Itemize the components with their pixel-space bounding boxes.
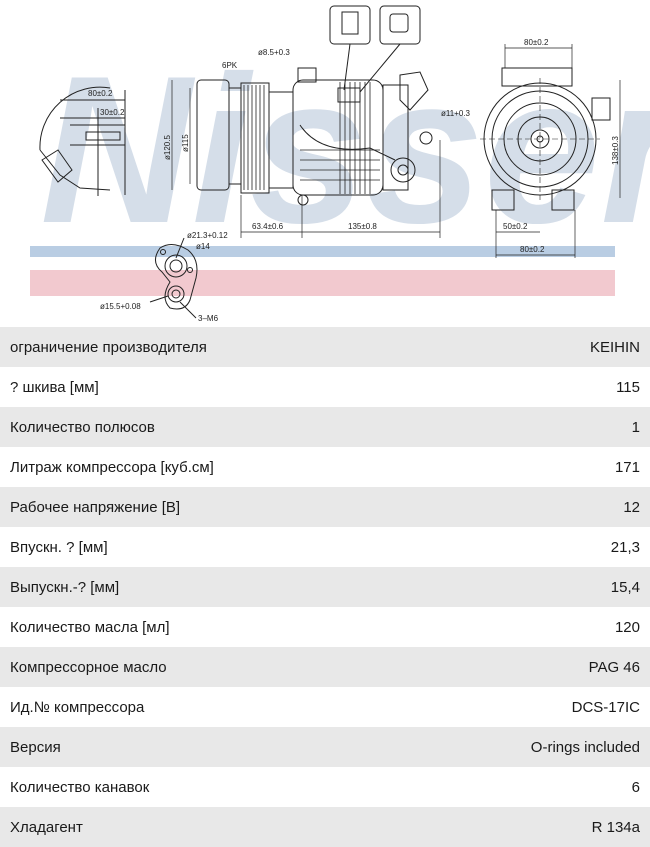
spec-row: ? шкива [мм] 115 <box>0 367 650 407</box>
spec-row: Количество масла [мл] 120 <box>0 607 650 647</box>
spec-value: 120 <box>614 618 640 636</box>
dim-120-5: ø120.5 <box>163 135 172 160</box>
spec-row: Рабочее напряжение [В] 12 <box>0 487 650 527</box>
dim-14: ø14 <box>196 242 210 251</box>
dim-11: ø11+0.3 <box>441 109 471 118</box>
dim-21-3: ø21.3+0.12 <box>187 231 228 240</box>
spec-value: 171 <box>614 458 640 476</box>
dim-80-bottom: 80±0.2 <box>520 245 545 254</box>
spec-label: Версия <box>10 738 61 756</box>
spec-table-body: ограничение производителя KEIHIN ? шкива [… <box>0 327 650 847</box>
spec-row: Ид.№ компрессора DCS-17IC <box>0 687 650 727</box>
spec-row: Хладагент R 134a <box>0 807 650 847</box>
dim-50: 50±0.2 <box>503 222 528 231</box>
spec-label: Количество канавок <box>10 778 150 796</box>
spec-label: Впускн. ? [мм] <box>10 538 108 556</box>
compressor-drawing-svg: Nissens 80±0.2 30±0.2 <box>30 5 650 323</box>
spec-label: Хладагент <box>10 818 83 836</box>
dim-63-4: 63.4±0.6 <box>252 222 284 231</box>
spec-label: Компрессорное масло <box>10 658 167 676</box>
electrical-connector <box>329 5 421 93</box>
spec-value: 1 <box>631 418 640 436</box>
dim-135: 135±0.8 <box>348 222 377 231</box>
spec-value: 115 <box>616 378 640 396</box>
red-stripe <box>30 270 615 296</box>
spec-value: 6 <box>631 778 640 796</box>
dim-80-top: 80±0.2 <box>524 38 549 47</box>
spec-row: Впускн. ? [мм] 21,3 <box>0 527 650 567</box>
spec-value: 12 <box>623 498 640 516</box>
spec-value: PAG 46 <box>588 658 640 676</box>
spec-row: Выпускн.-? [мм] 15,4 <box>0 567 650 607</box>
dim-3-m6: 3–M6 <box>198 314 219 323</box>
spec-row: Количество канавок 6 <box>0 767 650 807</box>
spec-row: ограничение производителя KEIHIN <box>0 327 650 367</box>
dim-15-5: ø15.5+0.08 <box>100 302 141 311</box>
compressor-side-view <box>196 67 433 206</box>
dim-30: 30±0.2 <box>100 108 125 117</box>
dim-6pk: 6PK <box>222 61 238 70</box>
dim-115: ø115 <box>181 134 190 152</box>
spec-value: R 134a <box>591 818 640 836</box>
spec-row: Версия O-rings included <box>0 727 650 767</box>
spec-label: Выпускн.-? [мм] <box>10 578 120 596</box>
spec-value: 21,3 <box>610 538 640 556</box>
spec-value: DCS-17IC <box>571 698 640 716</box>
spec-label: Ид.№ компрессора <box>10 698 145 716</box>
spec-table: ограничение производителя KEIHIN ? шкива [… <box>0 327 650 847</box>
spec-value: KEIHIN <box>589 338 640 356</box>
spec-row: Количество полюсов 1 <box>0 407 650 447</box>
compressor-front-view <box>480 67 611 211</box>
spec-label: ограничение производителя <box>10 338 207 356</box>
blue-stripe <box>30 246 615 257</box>
spec-label: Количество полюсов <box>10 418 155 436</box>
spec-label: Количество масла [мл] <box>10 618 170 636</box>
spec-value: O-rings included <box>530 738 640 756</box>
dim-138: 138±0.3 <box>611 136 620 165</box>
spec-row: Литраж компрессора [куб.см] 171 <box>0 447 650 487</box>
dim-8-5: ø8.5+0.3 <box>258 48 290 57</box>
spec-label: Рабочее напряжение [В] <box>10 498 181 516</box>
spec-label: ? шкива [мм] <box>10 378 99 396</box>
spec-value: 15,4 <box>610 578 640 596</box>
spec-label: Литраж компрессора [куб.см] <box>10 458 214 476</box>
spec-row: Компрессорное масло PAG 46 <box>0 647 650 687</box>
dim-80: 80±0.2 <box>88 89 113 98</box>
left-detail-view <box>39 86 126 196</box>
port-flange-view <box>149 237 198 319</box>
technical-drawing: Nissens 80±0.2 30±0.2 <box>0 0 650 327</box>
